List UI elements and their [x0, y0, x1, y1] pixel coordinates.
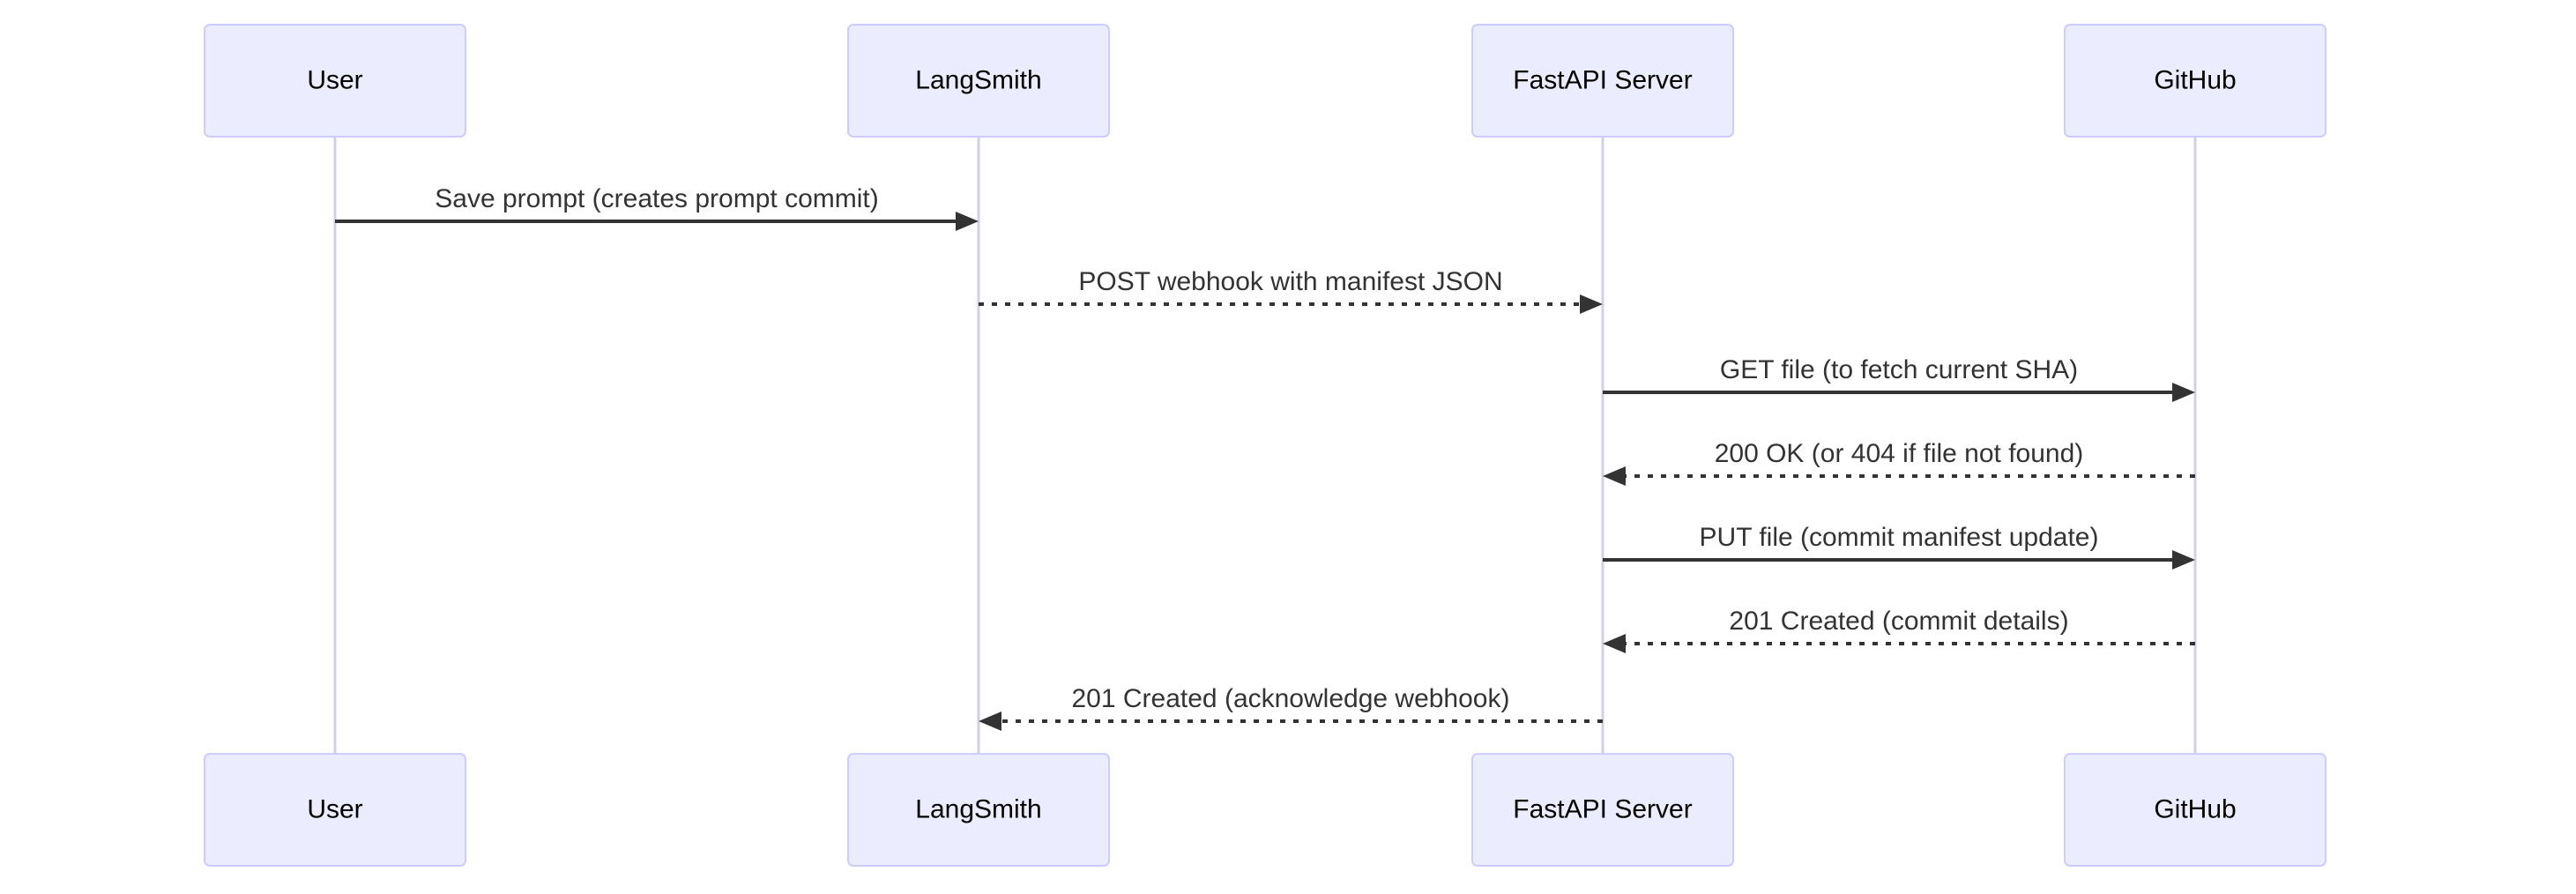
actor-label-user-top: User: [307, 65, 362, 94]
message-label-5: PUT file (commit manifest update): [1700, 523, 2099, 552]
message-label-2: POST webhook with manifest JSON: [1078, 267, 1502, 296]
message-label-4: 200 OK (or 404 if file not found): [1715, 439, 2084, 468]
message-arrowhead-5: [2172, 550, 2195, 570]
message-2: POST webhook with manifest JSON: [979, 267, 1603, 314]
actor-langsmith-bottom[interactable]: LangSmith: [847, 753, 1110, 867]
actor-label-user-bottom: User: [307, 794, 362, 823]
actor-box-github-top[interactable]: [2064, 24, 2327, 138]
actor-label-github-top: GitHub: [2154, 65, 2236, 94]
message-arrowhead-2: [1580, 294, 1603, 314]
actor-label-fastapi-bottom: FastAPI Server: [1513, 794, 1692, 823]
actors-top-layer: User LangSmith FastAPI Server GitHub: [204, 24, 2327, 138]
message-5: PUT file (commit manifest update): [1603, 523, 2195, 570]
actor-fastapi-bottom[interactable]: FastAPI Server: [1471, 753, 1734, 867]
message-4: 200 OK (or 404 if file not found): [1603, 439, 2195, 486]
actor-label-langsmith-top: LangSmith: [915, 65, 1041, 94]
message-arrowhead-6: [1603, 634, 1626, 653]
actor-github-bottom[interactable]: GitHub: [2064, 753, 2327, 867]
actor-box-langsmith-top[interactable]: [847, 24, 1110, 138]
message-arrowhead-1: [956, 212, 979, 231]
actor-box-user-bottom[interactable]: [204, 753, 466, 867]
lifelines-layer: [333, 137, 2197, 754]
message-label-1: Save prompt (creates prompt commit): [435, 184, 878, 213]
actor-label-langsmith-bottom: LangSmith: [915, 794, 1041, 823]
actor-box-langsmith-bottom[interactable]: [847, 753, 1110, 867]
message-6: 201 Created (commit details): [1603, 607, 2195, 653]
actor-user-top[interactable]: User: [204, 24, 466, 138]
message-label-6: 201 Created (commit details): [1729, 607, 2068, 636]
message-arrowhead-7: [979, 711, 1001, 731]
actor-user-bottom[interactable]: User: [204, 753, 466, 867]
actor-github-top[interactable]: GitHub: [2064, 24, 2327, 138]
message-arrowhead-4: [1603, 466, 1626, 486]
actor-label-fastapi-top: FastAPI Server: [1513, 65, 1692, 94]
actor-box-user-top[interactable]: [204, 24, 466, 138]
message-label-3: GET file (to fetch current SHA): [1720, 355, 2078, 384]
message-1: Save prompt (creates prompt commit): [335, 184, 979, 231]
message-label-7: 201 Created (acknowledge webhook): [1072, 684, 1510, 713]
actor-box-fastapi-bottom[interactable]: [1471, 753, 1734, 867]
actor-langsmith-top[interactable]: LangSmith: [847, 24, 1110, 138]
actor-fastapi-top[interactable]: FastAPI Server: [1471, 24, 1734, 138]
actor-box-github-bottom[interactable]: [2064, 753, 2327, 867]
message-7: 201 Created (acknowledge webhook): [979, 684, 1603, 731]
actor-box-fastapi-top[interactable]: [1471, 24, 1734, 138]
actors-bottom-layer: User LangSmith FastAPI Server GitHub: [204, 753, 2327, 867]
message-3: GET file (to fetch current SHA): [1603, 355, 2195, 402]
messages-layer: Save prompt (creates prompt commit) POST …: [335, 184, 2195, 731]
actor-label-github-bottom: GitHub: [2154, 794, 2236, 823]
message-arrowhead-3: [2172, 383, 2195, 402]
